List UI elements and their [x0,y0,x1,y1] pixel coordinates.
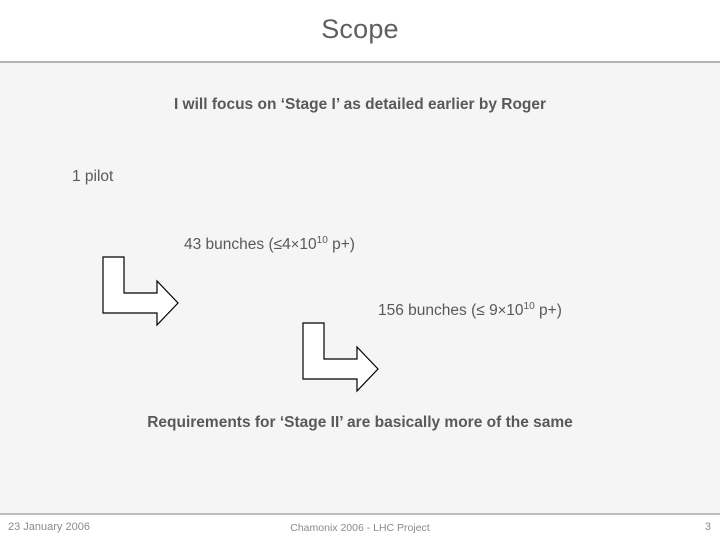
elbow-arrow-icon [102,256,179,327]
label-pilot-beam: 1 pilot [72,168,114,185]
label-156-prefix: 156 bunches ( [378,302,477,319]
title-band [0,0,720,61]
label-43-exponent: 10 [316,234,328,246]
label-156-times: × [497,303,507,319]
elbow-arrow-43-to-156 [300,322,380,394]
label-43-bunches: 43 bunches (≤4×1010 p+) [184,235,355,255]
slide-body: I will focus on ‘Stage I’ as detailed ea… [0,63,720,513]
label-156-base: 10 [506,302,524,319]
page-title: Scope [321,14,399,44]
label-43-times: × [290,237,300,253]
footer-date: 23 January 2006 [8,521,90,533]
label-156-exponent: 10 [523,300,535,312]
label-156-bunches: 156 bunches (≤ 9×1010 p+) [378,301,562,321]
footer-divider [0,513,720,515]
label-156-relation: ≤ 9 [476,302,498,319]
label-43-relation: ≤4 [273,236,291,253]
title-divider [0,61,720,63]
elbow-arrow-icon [302,322,379,393]
label-43-suffix: p+) [327,236,355,253]
footer-event-title: Chamonix 2006 - LHC Project [290,522,430,534]
footer-page-number: 3 [704,521,711,533]
stage-two-statement: Requirements for ‘Stage II’ are basicall… [147,414,573,431]
slide-footer: 23 January 2006 Chamonix 2006 - LHC Proj… [0,515,720,540]
elbow-arrow-pilot-to-43 [100,256,180,328]
label-156-suffix: p+) [534,302,562,319]
label-43-base: 10 [299,236,317,253]
stage-one-statement: I will focus on ‘Stage I’ as detailed ea… [173,96,547,113]
label-43-prefix: 43 bunches ( [184,236,274,253]
